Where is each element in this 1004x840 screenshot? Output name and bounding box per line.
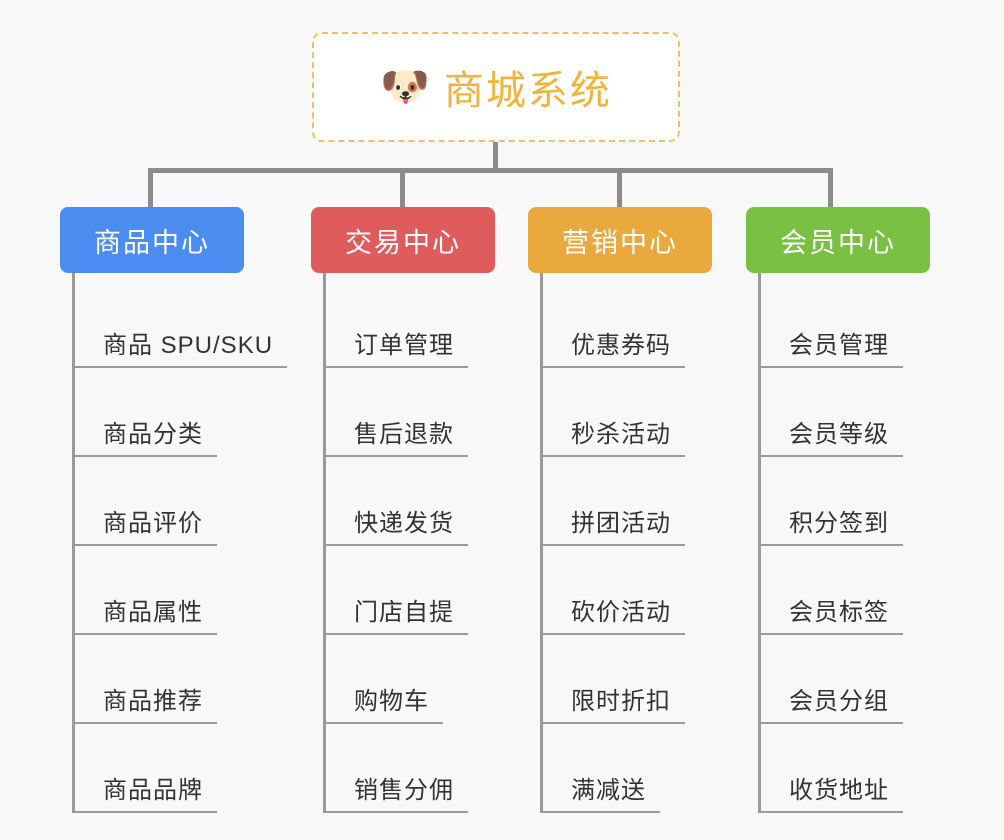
list-item[interactable]: 秒杀活动 bbox=[543, 368, 748, 457]
branch-product-center: 商品中心 商品 SPU/SKU 商品分类 商品评价 商品属性 商品推荐 商品品牌 bbox=[60, 207, 310, 813]
category-header-3[interactable]: 会员中心 bbox=[746, 207, 930, 273]
list-item[interactable]: 商品评价 bbox=[75, 457, 310, 546]
leaf-label: 商品评价 bbox=[75, 503, 217, 546]
list-item[interactable]: 订单管理 bbox=[326, 279, 531, 368]
list-item[interactable]: 商品分类 bbox=[75, 368, 310, 457]
leaf-label: 商品分类 bbox=[75, 414, 217, 457]
list-item[interactable]: 优惠券码 bbox=[543, 279, 748, 368]
list-item[interactable]: 商品推荐 bbox=[75, 635, 310, 724]
list-item[interactable]: 商品属性 bbox=[75, 546, 310, 635]
category-label-0: 商品中心 bbox=[94, 227, 210, 258]
connector-drop-0 bbox=[148, 168, 153, 208]
connector-drop-2 bbox=[617, 168, 622, 208]
branch-member-center: 会员中心 会员管理 会员等级 积分签到 会员标签 会员分组 收货地址 bbox=[746, 207, 966, 813]
list-item[interactable]: 拼团活动 bbox=[543, 457, 748, 546]
category-header-0[interactable]: 商品中心 bbox=[60, 207, 244, 273]
leaf-list-3: 会员管理 会员等级 积分签到 会员标签 会员分组 收货地址 bbox=[758, 273, 966, 813]
list-item[interactable]: 收货地址 bbox=[761, 724, 966, 813]
list-item[interactable]: 商品 SPU/SKU bbox=[75, 279, 310, 368]
category-label-2: 营销中心 bbox=[562, 227, 678, 258]
dog-face-icon: 🐶 bbox=[380, 65, 430, 109]
list-item[interactable]: 会员分组 bbox=[761, 635, 966, 724]
list-item[interactable]: 购物车 bbox=[326, 635, 531, 724]
leaf-label: 拼团活动 bbox=[543, 503, 685, 546]
list-item[interactable]: 砍价活动 bbox=[543, 546, 748, 635]
leaf-label: 销售分佣 bbox=[326, 770, 468, 813]
leaf-label: 商品属性 bbox=[75, 592, 217, 635]
branch-marketing-center: 营销中心 优惠券码 秒杀活动 拼团活动 砍价活动 限时折扣 满减送 bbox=[528, 207, 748, 813]
category-header-1[interactable]: 交易中心 bbox=[311, 207, 495, 273]
leaf-label: 订单管理 bbox=[326, 325, 468, 368]
leaf-label: 会员管理 bbox=[761, 325, 903, 368]
list-item[interactable]: 满减送 bbox=[543, 724, 748, 813]
leaf-label: 砍价活动 bbox=[543, 592, 685, 635]
list-item[interactable]: 快递发货 bbox=[326, 457, 531, 546]
list-item[interactable]: 门店自提 bbox=[326, 546, 531, 635]
category-label-3: 会员中心 bbox=[780, 227, 896, 258]
leaf-label: 会员分组 bbox=[761, 681, 903, 724]
category-label-1: 交易中心 bbox=[345, 227, 461, 258]
connector-root-stem bbox=[493, 142, 498, 170]
leaf-label: 会员等级 bbox=[761, 414, 903, 457]
leaf-list-2: 优惠券码 秒杀活动 拼团活动 砍价活动 限时折扣 满减送 bbox=[540, 273, 748, 813]
list-item[interactable]: 售后退款 bbox=[326, 368, 531, 457]
leaf-label: 商品 SPU/SKU bbox=[75, 325, 288, 368]
leaf-label: 商品品牌 bbox=[75, 770, 217, 813]
leaf-list-0: 商品 SPU/SKU 商品分类 商品评价 商品属性 商品推荐 商品品牌 bbox=[72, 273, 310, 813]
leaf-label: 秒杀活动 bbox=[543, 414, 685, 457]
branch-trade-center: 交易中心 订单管理 售后退款 快递发货 门店自提 购物车 销售分佣 bbox=[311, 207, 531, 813]
leaf-label: 门店自提 bbox=[326, 592, 468, 635]
leaf-label: 满减送 bbox=[543, 770, 660, 813]
leaf-label: 限时折扣 bbox=[543, 681, 685, 724]
leaf-label: 积分签到 bbox=[761, 503, 903, 546]
category-header-2[interactable]: 营销中心 bbox=[528, 207, 712, 273]
list-item[interactable]: 商品品牌 bbox=[75, 724, 310, 813]
leaf-label: 会员标签 bbox=[761, 592, 903, 635]
connector-horizontal-bus bbox=[148, 168, 833, 173]
list-item[interactable]: 限时折扣 bbox=[543, 635, 748, 724]
list-item[interactable]: 会员标签 bbox=[761, 546, 966, 635]
leaf-list-1: 订单管理 售后退款 快递发货 门店自提 购物车 销售分佣 bbox=[323, 273, 531, 813]
list-item[interactable]: 会员管理 bbox=[761, 279, 966, 368]
list-item[interactable]: 积分签到 bbox=[761, 457, 966, 546]
connector-drop-3 bbox=[828, 168, 833, 208]
leaf-label: 优惠券码 bbox=[543, 325, 685, 368]
connector-drop-1 bbox=[400, 168, 405, 208]
list-item[interactable]: 会员等级 bbox=[761, 368, 966, 457]
root-title: 商城系统 bbox=[443, 69, 612, 113]
root-node[interactable]: 🐶 商城系统 bbox=[312, 32, 680, 142]
leaf-label: 购物车 bbox=[326, 681, 443, 724]
leaf-label: 收货地址 bbox=[761, 770, 903, 813]
leaf-label: 快递发货 bbox=[326, 503, 468, 546]
leaf-label: 商品推荐 bbox=[75, 681, 217, 724]
leaf-label: 售后退款 bbox=[326, 414, 468, 457]
list-item[interactable]: 销售分佣 bbox=[326, 724, 531, 813]
